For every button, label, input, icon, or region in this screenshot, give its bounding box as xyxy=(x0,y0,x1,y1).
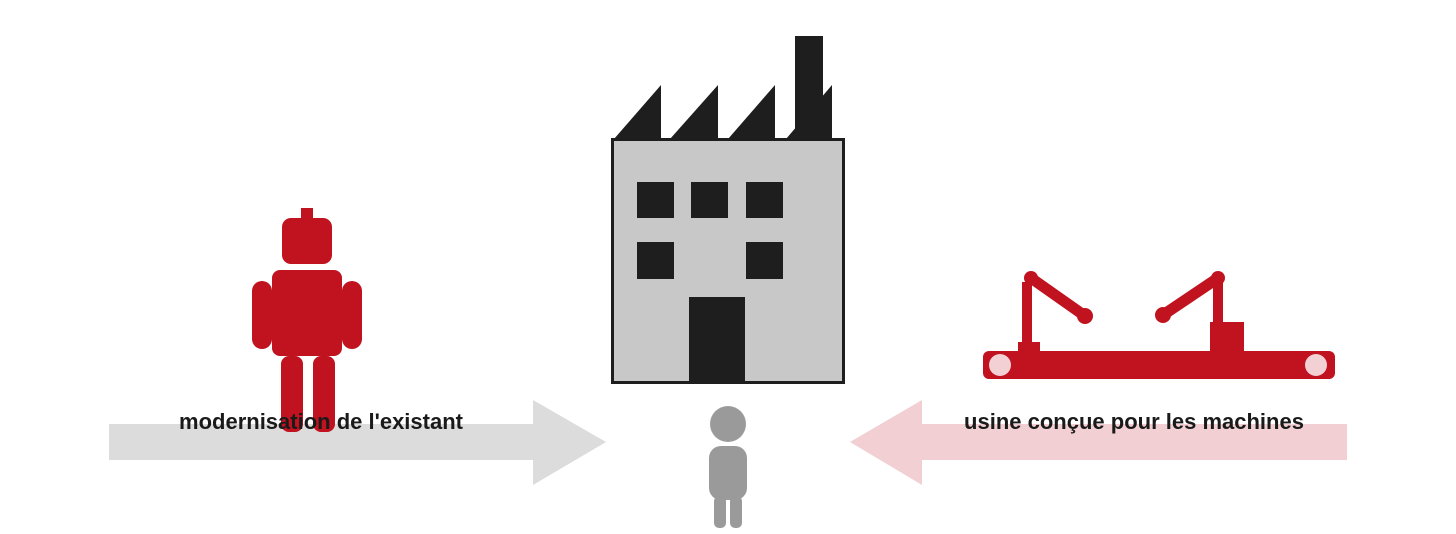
factory-roof-tooth xyxy=(614,85,661,139)
conveyor-robot-arms-icon xyxy=(983,271,1335,379)
factory-window xyxy=(691,182,728,218)
robot-icon xyxy=(252,208,362,432)
arrow-right-head xyxy=(850,400,922,485)
conveyor-wheel xyxy=(1305,354,1327,376)
arrow-to-factory-right xyxy=(850,400,1347,485)
factory-window xyxy=(637,182,674,218)
factory-roof-tooth xyxy=(786,85,832,139)
arrow-right-shaft xyxy=(915,424,1347,460)
arrow-left-head xyxy=(533,400,606,485)
person-icon xyxy=(709,406,747,528)
factory-roof-tooth xyxy=(728,85,775,139)
right-arrow-label: usine conçue pour les machines xyxy=(964,409,1304,434)
factory-roof-tooth xyxy=(670,85,718,139)
factory-window xyxy=(746,242,783,279)
factory-window xyxy=(746,182,783,218)
conveyor-wheel xyxy=(989,354,1011,376)
left-arrow-label: modernisation de l'existant xyxy=(179,409,464,434)
factory-door xyxy=(689,297,745,383)
factory-window xyxy=(637,242,674,279)
factory-icon xyxy=(611,36,845,384)
